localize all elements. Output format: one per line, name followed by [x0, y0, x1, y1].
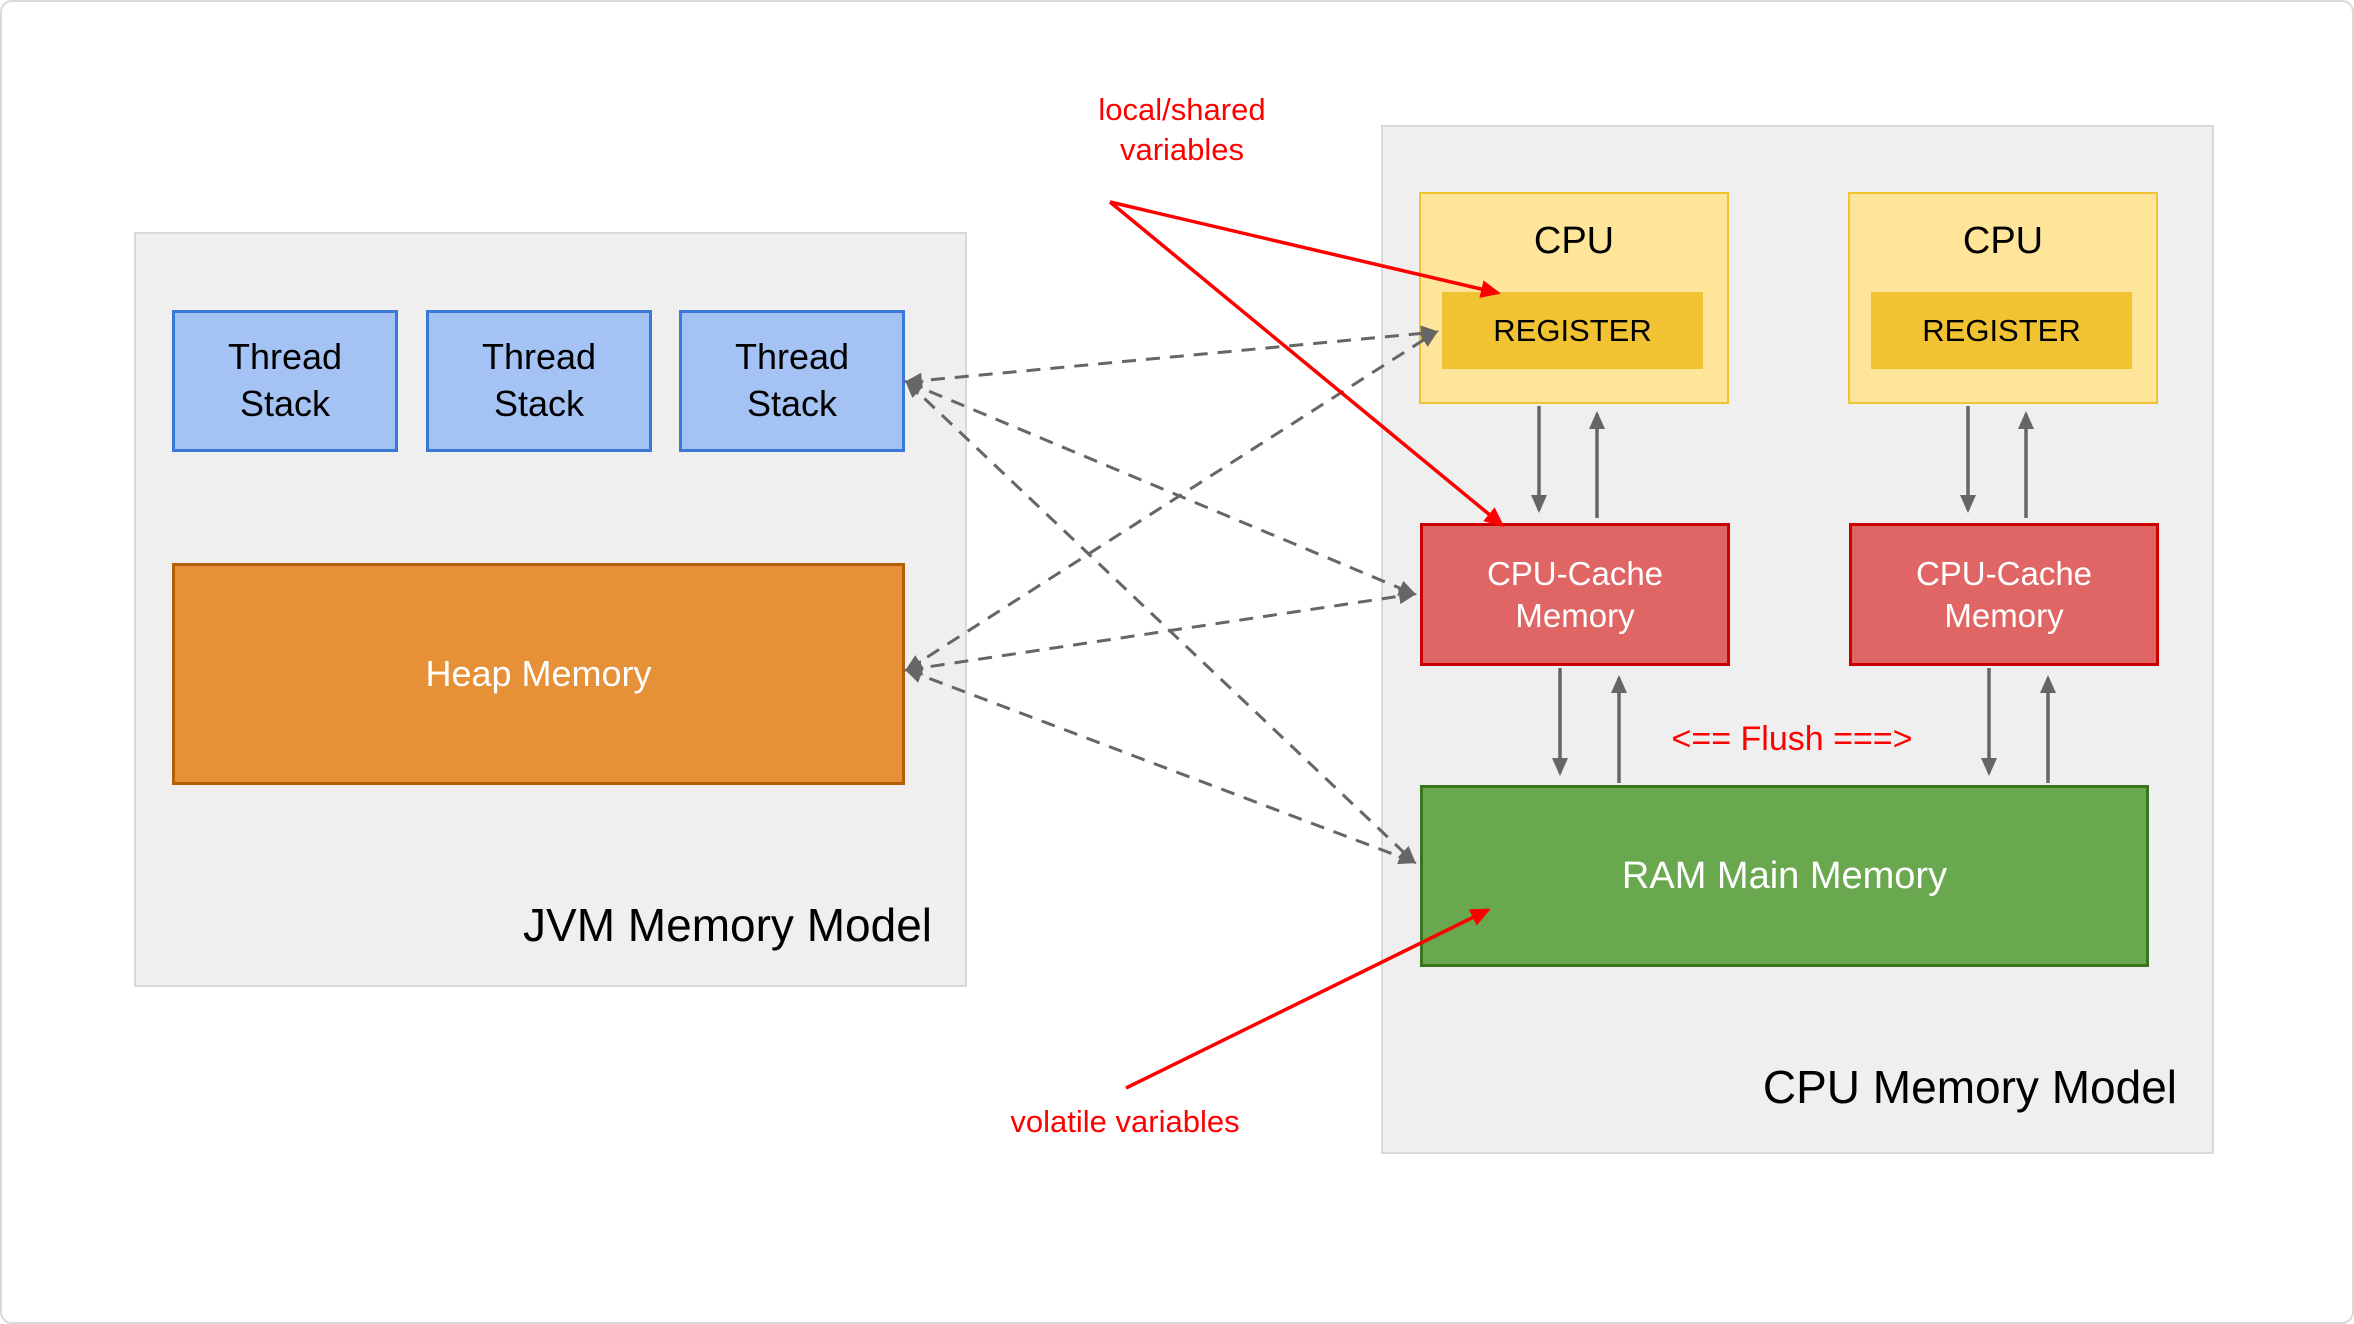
thread-stack-label-1: Thread Stack — [227, 336, 343, 424]
dashed-heap-ram — [904, 667, 1417, 865]
dashed-threadstack-register — [904, 325, 1439, 389]
local-shared-variables-annotation: local/shared variables — [1098, 92, 1266, 168]
dashed-heap-cache — [904, 588, 1417, 676]
thread-stack-box-1: Thread Stack — [172, 310, 398, 452]
dashed-threadstack-cache — [904, 380, 1417, 596]
cpu-model-title: CPU Memory Model — [1762, 1061, 2177, 1113]
cpu-cache-label-1: CPU-Cache Memory — [1486, 555, 1664, 634]
ram-main-memory-label: RAM Main Memory — [1621, 854, 1948, 897]
thread-stack-label-3: Thread Stack — [734, 336, 850, 424]
thread-stack-label-2: Thread Stack — [481, 336, 597, 424]
register-box-1: REGISTER — [1442, 292, 1703, 369]
heap-memory-label: Heap Memory — [425, 653, 652, 694]
heap-memory-box: Heap Memory — [172, 563, 905, 785]
ram-main-memory-box: RAM Main Memory — [1420, 785, 2149, 967]
thread-stack-box-3: Thread Stack — [679, 310, 905, 452]
cpu-cache-label-2: CPU-Cache Memory — [1915, 555, 2093, 634]
volatile-variables-annotation: volatile variables — [1010, 1104, 1240, 1139]
cpu-cache-box-2: CPU-Cache Memory — [1849, 523, 2159, 666]
register-box-2: REGISTER — [1871, 292, 2132, 369]
cpu-label-2: CPU — [1962, 220, 2044, 262]
flush-annotation: <== Flush ===> — [1671, 720, 1913, 758]
register-label-2: REGISTER — [1922, 312, 2081, 348]
dashed-heap-register — [904, 330, 1439, 672]
dashed-connectors — [904, 325, 1439, 865]
cpu-label-1: CPU — [1533, 220, 1615, 262]
register-label-1: REGISTER — [1493, 312, 1652, 348]
dashed-threadstack-ram — [904, 379, 1417, 865]
jvm-model-title: JVM Memory Model — [523, 899, 932, 951]
thread-stack-box-2: Thread Stack — [426, 310, 652, 452]
cpu-cache-box-1: CPU-Cache Memory — [1420, 523, 1730, 666]
